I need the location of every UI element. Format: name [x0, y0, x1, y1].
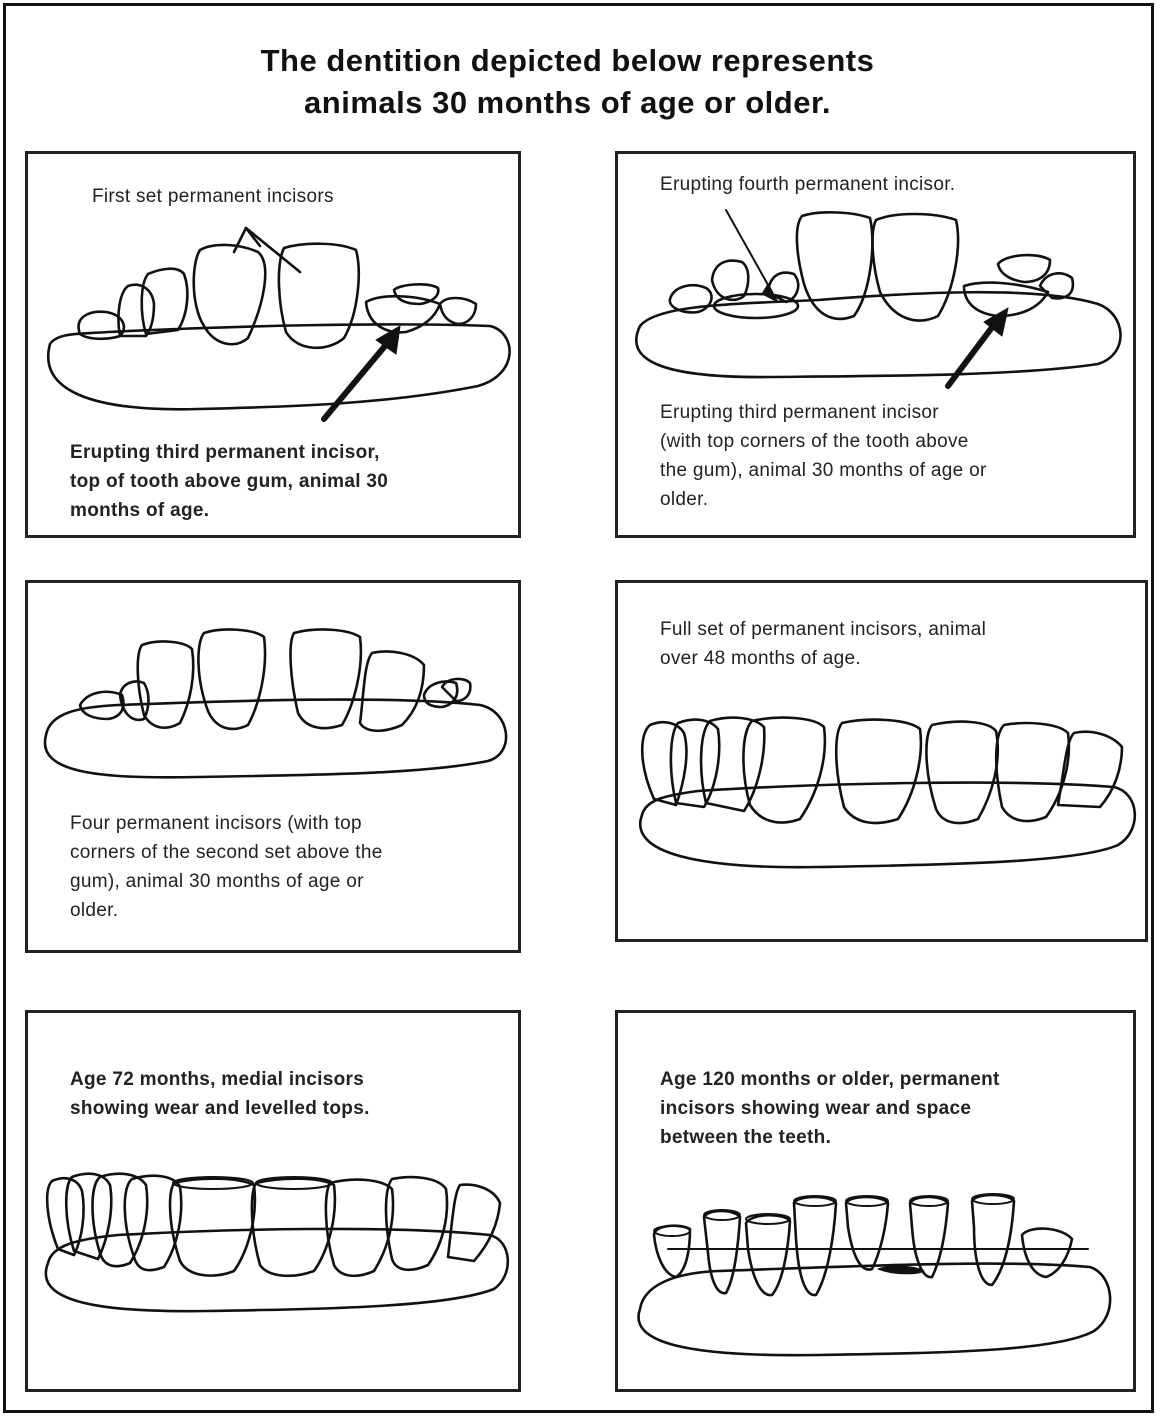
- caption-line: Erupting third permanent incisor,: [70, 438, 388, 467]
- caption-line: showing wear and levelled tops.: [70, 1094, 370, 1123]
- panel-full-set-48-months: Full set of permanent incisors, animal o…: [615, 580, 1148, 942]
- title-line-1: The dentition depicted below represents: [0, 40, 1135, 82]
- panel-fourth-incisor-erupting: Erupting fourth permanent incisor. Erupt…: [615, 151, 1136, 538]
- panel-72-months: Age 72 months, medial incisors showing w…: [25, 1010, 521, 1392]
- panel-6-caption: Age 120 months or older, permanent incis…: [660, 1065, 1000, 1152]
- caption-line: top of tooth above gum, animal 30: [70, 467, 388, 496]
- caption-line: over 48 months of age.: [660, 644, 986, 673]
- panel-30-months-third-incisor: First set permanent incisors Erupting th…: [25, 151, 521, 538]
- caption-line: between the teeth.: [660, 1123, 1000, 1152]
- caption-line: older.: [70, 896, 383, 925]
- panel-3-caption: Four permanent incisors (with top corner…: [70, 809, 383, 925]
- caption-line: the gum), animal 30 months of age or: [660, 456, 987, 485]
- caption-line: Age 120 months or older, permanent: [660, 1065, 1000, 1094]
- caption-line: older.: [660, 485, 987, 514]
- caption-line: gum), animal 30 months of age or: [70, 867, 383, 896]
- panel-1-label: First set permanent incisors: [92, 182, 334, 211]
- caption-line: Age 72 months, medial incisors: [70, 1065, 370, 1094]
- panel-2-caption: Erupting third permanent incisor (with t…: [660, 398, 987, 514]
- panel-4-caption: Full set of permanent incisors, animal o…: [660, 615, 986, 673]
- caption-line: (with top corners of the tooth above: [660, 427, 987, 456]
- panel-120-months: Age 120 months or older, permanent incis…: [615, 1010, 1136, 1392]
- caption-line: months of age.: [70, 496, 388, 525]
- caption-line: Full set of permanent incisors, animal: [660, 615, 986, 644]
- panel-four-incisors: Four permanent incisors (with top corner…: [25, 580, 521, 953]
- caption-line: corners of the second set above the: [70, 838, 383, 867]
- title-line-2: animals 30 months of age or older.: [0, 82, 1135, 124]
- panel-5-caption: Age 72 months, medial incisors showing w…: [70, 1065, 370, 1123]
- caption-line: incisors showing wear and space: [660, 1094, 1000, 1123]
- page-title: The dentition depicted below represents …: [0, 40, 1135, 124]
- caption-line: Four permanent incisors (with top: [70, 809, 383, 838]
- caption-line: Erupting third permanent incisor: [660, 398, 987, 427]
- panel-2-label: Erupting fourth permanent incisor.: [660, 170, 955, 199]
- panel-1-caption: Erupting third permanent incisor, top of…: [70, 438, 388, 525]
